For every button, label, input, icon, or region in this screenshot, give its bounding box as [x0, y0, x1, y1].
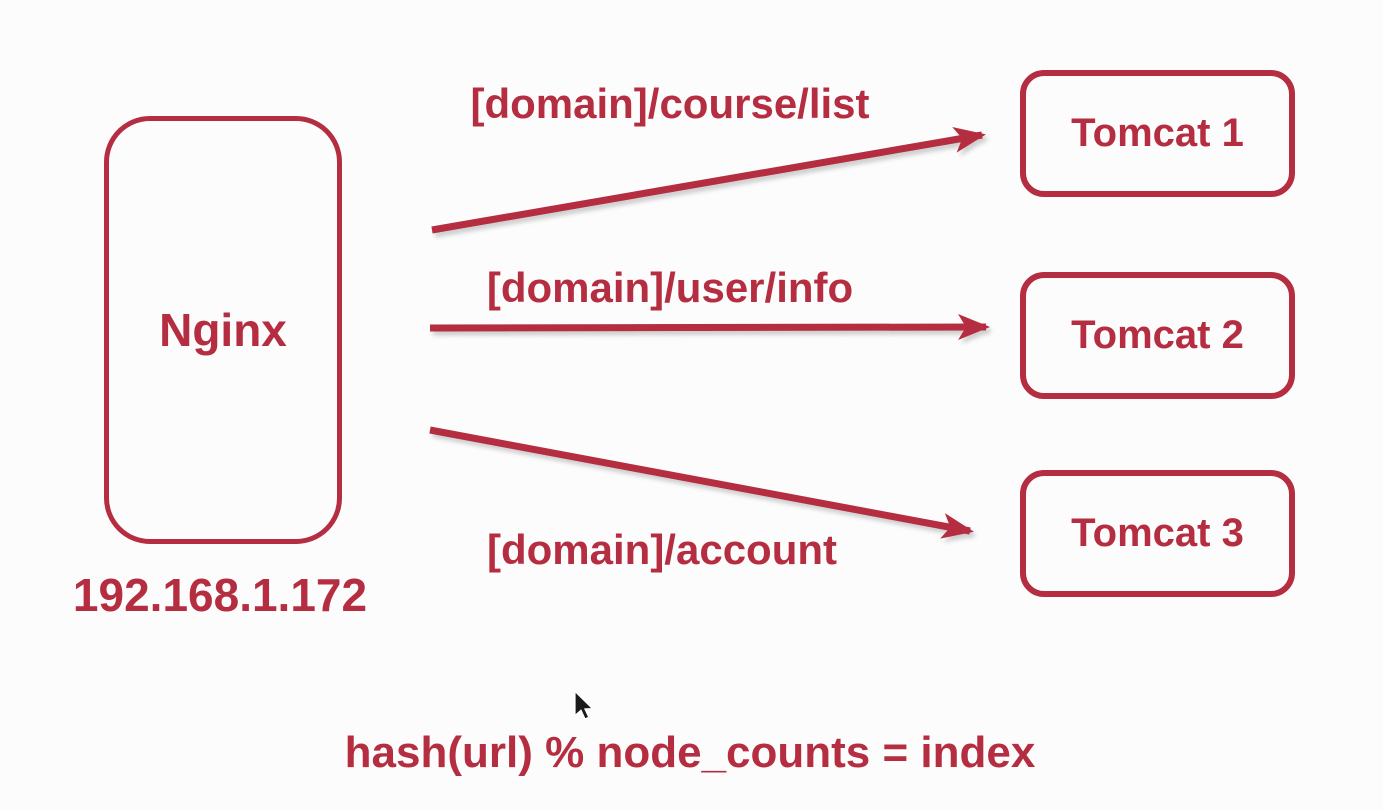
tomcat-3-node: Tomcat 3	[1020, 470, 1295, 597]
arrow-to-tomcat-3	[429, 426, 974, 539]
route-label-account: [domain]/account	[486, 526, 838, 573]
arrow-to-tomcat-1	[431, 126, 986, 234]
tomcat-1-label: Tomcat 1	[1071, 111, 1244, 155]
mouse-cursor-icon	[574, 690, 594, 720]
route-label-user-info: [domain]/user/info	[486, 264, 854, 311]
arrow-to-tomcat-2	[429, 314, 990, 341]
nginx-ip-label: 192.168.1.172	[72, 569, 368, 621]
nginx-node: Nginx	[104, 116, 342, 544]
tomcat-2-node: Tomcat 2	[1020, 272, 1295, 399]
route-label-course-list: [domain]/course/list	[470, 80, 870, 127]
hash-formula-text: hash(url) % node_counts = index	[344, 728, 1036, 777]
tomcat-2-label: Tomcat 2	[1071, 313, 1244, 357]
tomcat-1-node: Tomcat 1	[1020, 70, 1295, 197]
tomcat-3-label: Tomcat 3	[1071, 511, 1244, 555]
nginx-label: Nginx	[159, 304, 287, 356]
